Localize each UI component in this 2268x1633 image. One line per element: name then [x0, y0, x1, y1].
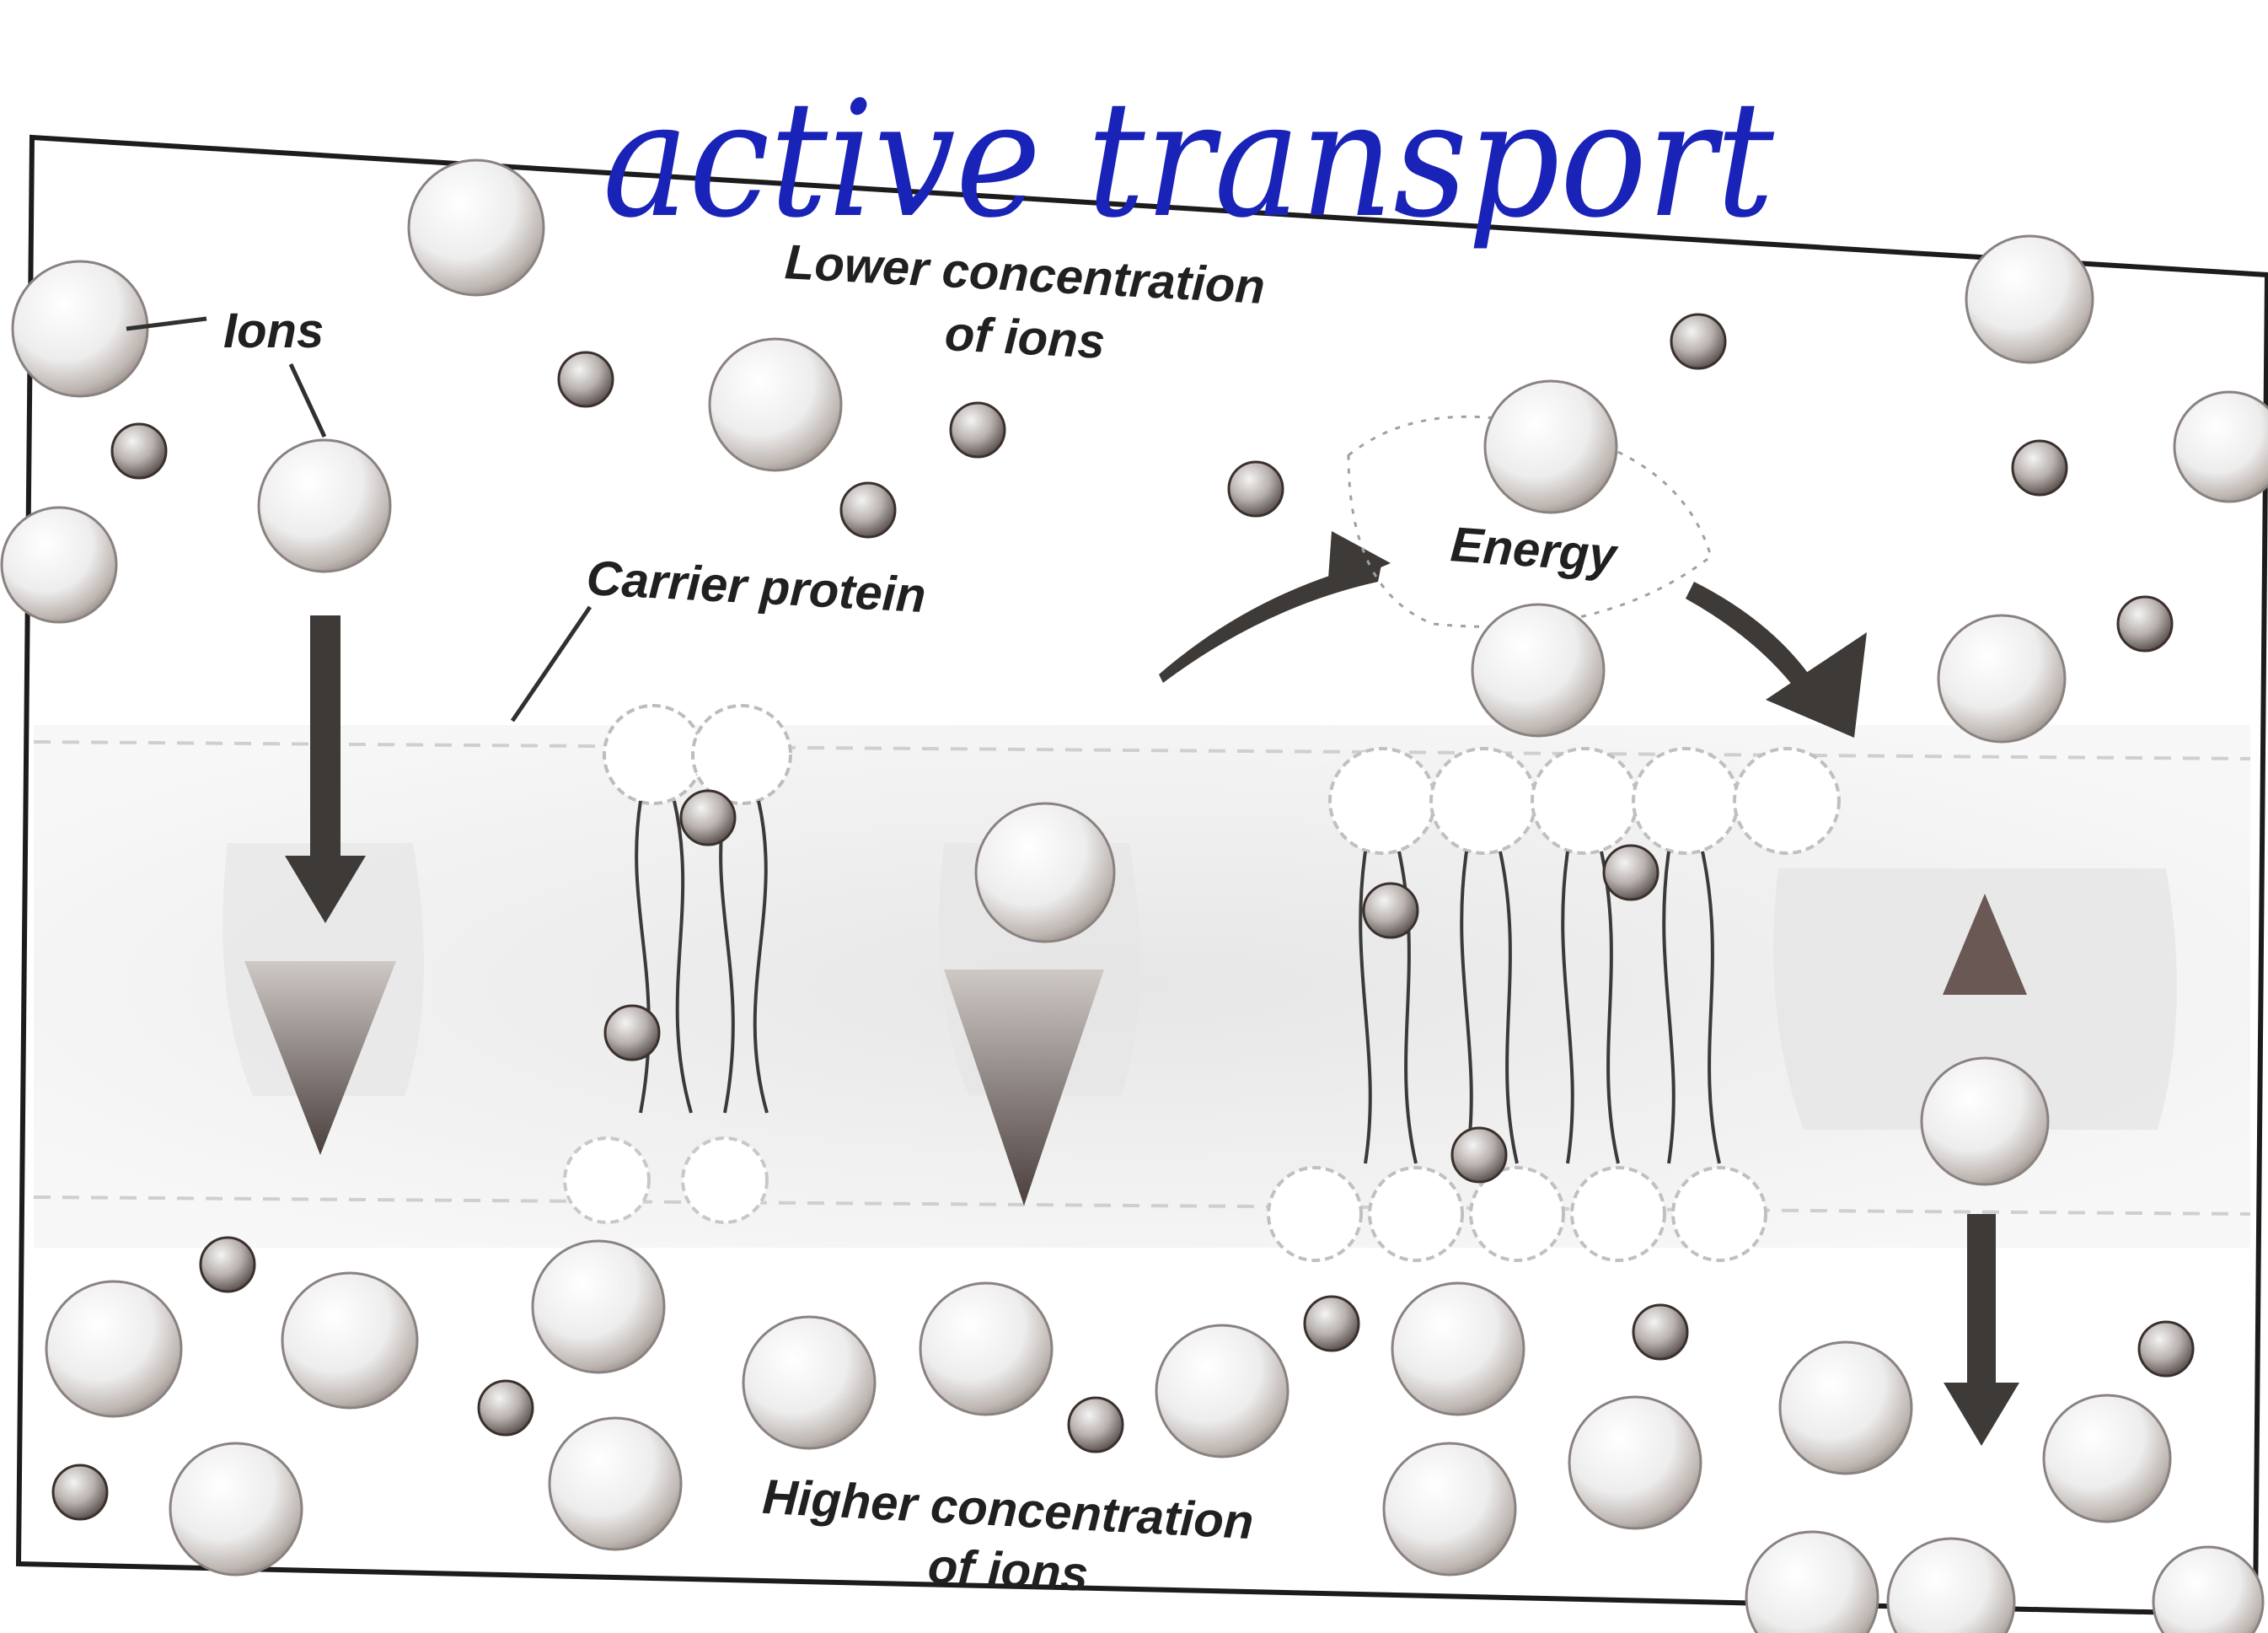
- lower-concentration-label-line2: of ions: [943, 306, 1106, 369]
- energy-label: Energy: [1449, 517, 1620, 583]
- ions-label: Ions: [223, 304, 324, 358]
- handwritten-title: active transport: [603, 67, 1775, 253]
- higher-concentration-label-line2: of ions: [926, 1539, 1089, 1602]
